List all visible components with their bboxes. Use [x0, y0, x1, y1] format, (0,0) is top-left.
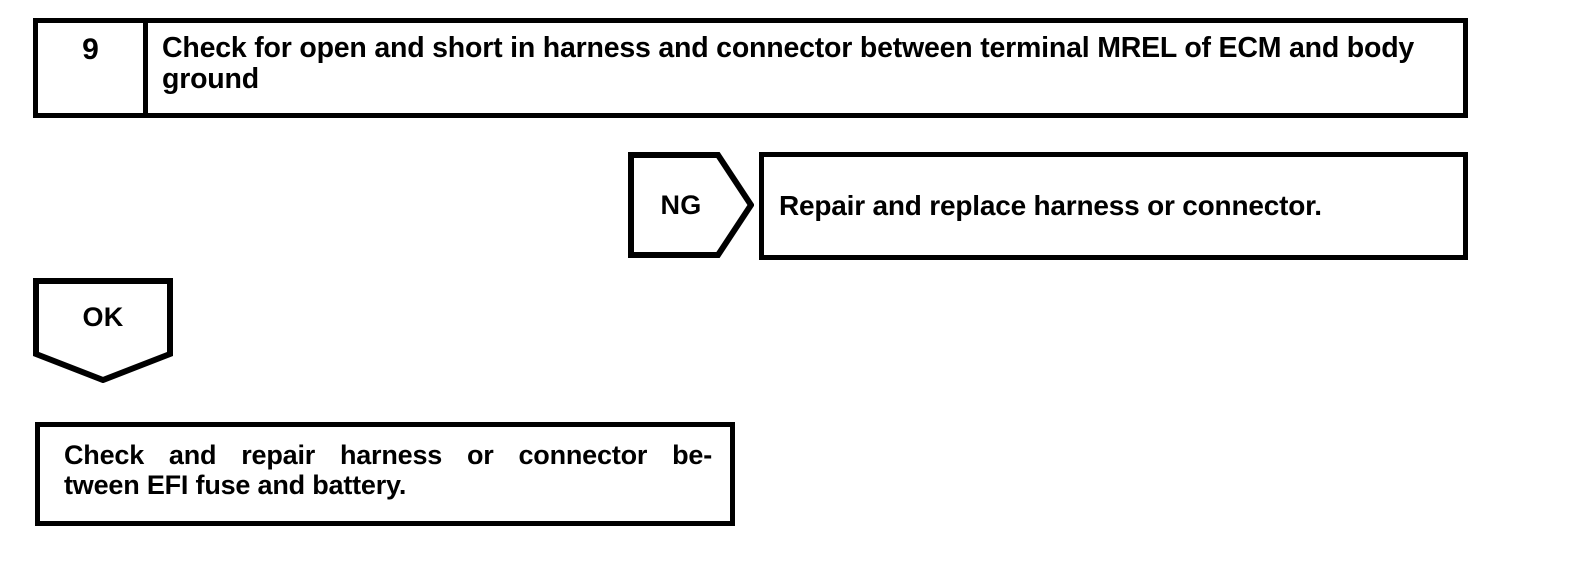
step-description-cell: Check for open and short in harness and …	[148, 23, 1463, 113]
step-number: 9	[82, 33, 99, 66]
ok-branch-label: OK	[82, 301, 124, 332]
ok-result-line-1: Check and repair harness or connector be…	[64, 440, 712, 470]
step-header-box: 9 Check for open and short in harness an…	[33, 18, 1468, 118]
ng-result-text: Repair and replace harness or connector.	[779, 189, 1322, 221]
ok-arrow-icon	[33, 278, 173, 383]
step-description-text: Check for open and short in harness and …	[162, 32, 1415, 95]
ok-result-box: Check and repair harness or connector be…	[35, 422, 735, 526]
ng-result-box: Repair and replace harness or connector.	[759, 152, 1468, 260]
step-number-cell: 9	[38, 23, 148, 113]
ng-branch-label: NG	[660, 189, 702, 220]
ok-result-line-2: tween EFI fuse and battery.	[64, 470, 407, 501]
ok-result-text: Check and repair harness or connector be…	[64, 440, 712, 500]
ng-arrow-icon	[628, 152, 754, 258]
